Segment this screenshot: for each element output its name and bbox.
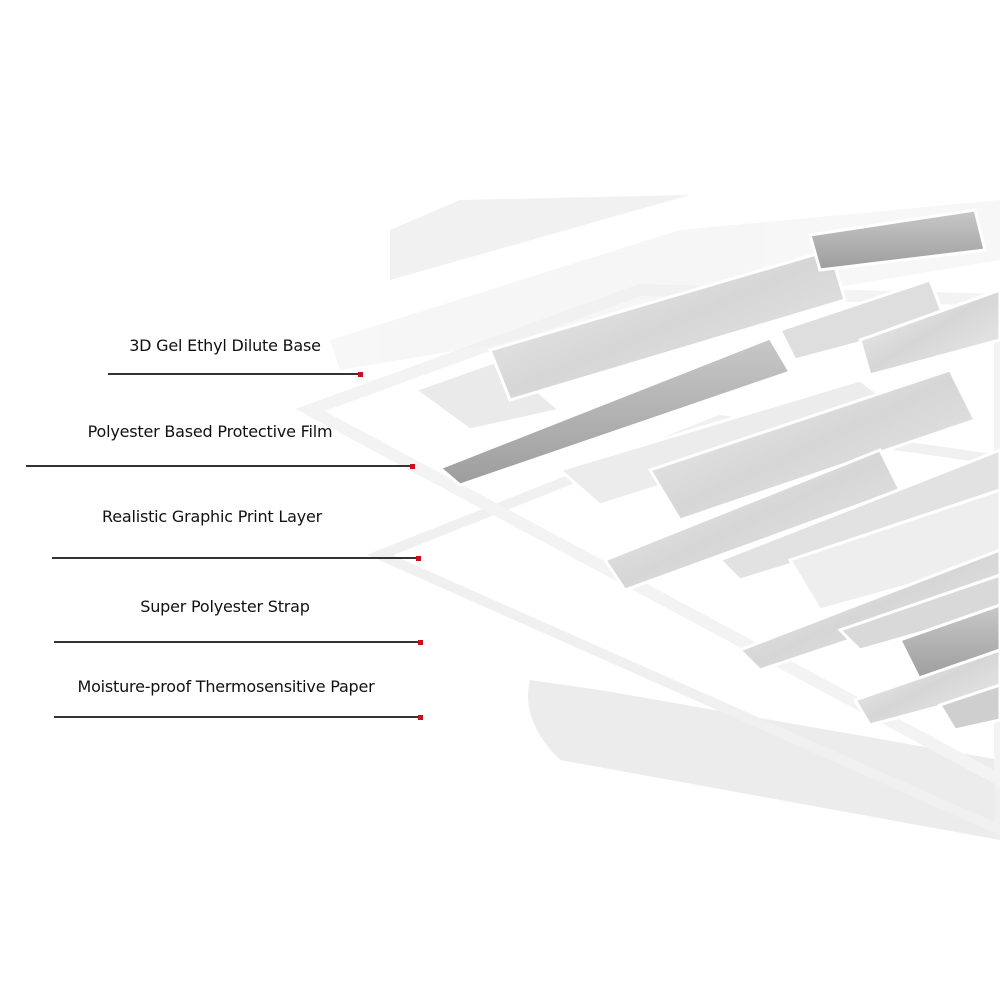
leader-marker xyxy=(416,556,421,561)
leader-marker xyxy=(410,464,415,469)
layer-label-print-layer: Realistic Graphic Print Layer xyxy=(102,507,322,526)
leader-line xyxy=(52,557,418,559)
leader-line xyxy=(54,716,421,718)
layer-label-polyester-strap: Super Polyester Strap xyxy=(140,597,310,616)
leader-marker xyxy=(418,640,423,645)
leader-line xyxy=(26,465,413,467)
leader-line xyxy=(108,373,361,375)
layer-label-protective-film: Polyester Based Protective Film xyxy=(87,422,333,441)
leader-line xyxy=(54,641,421,643)
layer-label-gel-base: 3D Gel Ethyl Dilute Base xyxy=(129,336,321,355)
layer-label-thermosensitive-paper: Moisture-proof Thermosensitive Paper xyxy=(77,677,375,696)
leader-marker xyxy=(418,715,423,720)
leader-marker xyxy=(358,372,363,377)
tile-strips xyxy=(411,208,1000,732)
